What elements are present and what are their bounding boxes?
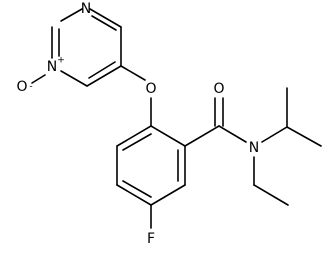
bond-ring2-a: [150, 125, 186, 147]
bond-ethyl-me: [253, 184, 289, 206]
bond-ring1-d: [86, 65, 122, 87]
bond-ring2-carbonyl: [184, 125, 220, 147]
pyrimidine-n-oxide-ring: [31, 8, 122, 87]
bond-ring1-b-inner: [91, 15, 117, 31]
bond-n-isopropyl: [261, 126, 288, 143]
atom-n-pyrimidine: N: [81, 1, 91, 17]
atom-f: F: [147, 231, 155, 247]
bond-ring1-ether: [120, 65, 146, 81]
atom-n-amide: N: [249, 140, 259, 156]
charge-plus: +: [57, 56, 65, 66]
n-substituents: [253, 87, 322, 206]
bond-ring1-e: [60, 70, 88, 87]
amide-group: [184, 97, 247, 147]
bond-ring2-c: [150, 184, 186, 206]
atom-o-carbonyl: O: [213, 81, 224, 97]
ether-bonds: [120, 65, 152, 127]
bond-ring1-b: [89, 8, 122, 28]
bond-isopropyl-me2: [286, 126, 322, 147]
bond-ring1-a: [60, 8, 83, 22]
atom-n-oxide: N: [47, 59, 57, 75]
bond-ring2-d-inner: [122, 180, 152, 198]
bond-ring2-d: [116, 184, 152, 206]
atom-o-ether: O: [145, 81, 156, 97]
bond-ring2-f: [116, 125, 152, 147]
benzene-ring: [116, 125, 186, 229]
atom-o-oxide: O: [16, 79, 27, 95]
bond-carbonyl-n: [218, 125, 247, 143]
bond-noxide: [31, 74, 46, 84]
bond-ring1-d-inner: [88, 61, 116, 79]
charge-minus: -: [29, 82, 32, 92]
bond-ring2-f-inner: [122, 133, 152, 151]
